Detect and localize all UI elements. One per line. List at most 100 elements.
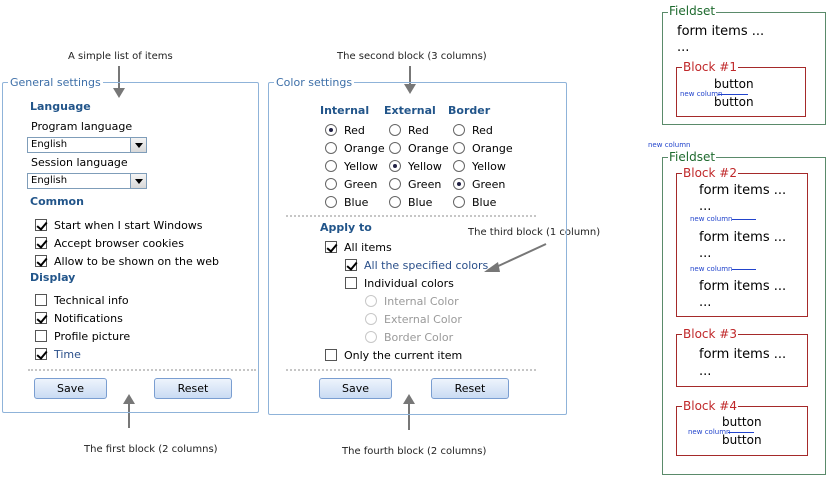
internal-color-label: Internal Color (384, 295, 459, 308)
diagram-block-3-label: Block #3 (682, 327, 738, 341)
reset-button[interactable]: Reset (431, 378, 509, 399)
border-color-label: Border Color (384, 331, 454, 344)
radio-external-orange[interactable] (389, 142, 401, 154)
save-button[interactable]: Save (319, 378, 392, 399)
diagram-fieldset-1-label: Fieldset (668, 4, 717, 18)
border-blue-label: Blue (472, 196, 497, 209)
diagram-form-items: form items ... (699, 183, 787, 198)
radio-external-yellow[interactable] (389, 160, 401, 172)
diagram-button-text: button (714, 77, 754, 91)
radio-internal-orange[interactable] (325, 142, 337, 154)
diagram-form-items: form items ... (699, 347, 787, 362)
external-blue-label: Blue (408, 196, 433, 209)
external-red-label: Red (408, 124, 429, 137)
program-language-value: English (31, 139, 68, 150)
diagram-button-text: button (714, 95, 754, 109)
arrow-head (113, 88, 125, 98)
radio-border-yellow[interactable] (453, 160, 465, 172)
border-red-label: Red (472, 124, 493, 137)
radio-internal-green[interactable] (325, 178, 337, 190)
radio-border-color[interactable] (365, 331, 377, 343)
annotation-third-block: The third block (1 column) (468, 227, 601, 238)
radio-internal-yellow[interactable] (325, 160, 337, 172)
internal-green-label: Green (344, 178, 378, 191)
diagram-block-2-label: Block #2 (682, 166, 738, 180)
start-windows-label: Start when I start Windows (54, 219, 203, 232)
internal-blue-label: Blue (344, 196, 369, 209)
save-button[interactable]: Save (34, 378, 107, 399)
diagram-new-column: new column (690, 215, 733, 223)
checkbox-individual-colors[interactable] (345, 277, 357, 289)
technical-info-label: Technical info (54, 294, 129, 307)
reset-button[interactable]: Reset (154, 378, 232, 399)
annotation-fourth-block: The fourth block (2 columns) (342, 446, 487, 457)
divider (28, 369, 256, 371)
radio-external-blue[interactable] (389, 196, 401, 208)
diagram-new-column-line (732, 269, 756, 270)
checkbox-accept-cookies[interactable] (35, 237, 47, 249)
annotation-arrow (128, 402, 130, 428)
checkbox-only-current-item[interactable] (325, 349, 337, 361)
general-settings-fieldset (2, 82, 259, 413)
radio-external-color[interactable] (365, 313, 377, 325)
session-language-value: English (31, 175, 68, 186)
annotation-first-block: The first block (2 columns) (84, 444, 218, 455)
diagram-ellipsis: ... (699, 364, 712, 379)
internal-column-heading: Internal (320, 104, 370, 117)
checkbox-technical-info[interactable] (35, 294, 47, 306)
radio-external-red[interactable] (389, 124, 401, 136)
radio-internal-red[interactable] (325, 124, 337, 136)
radio-border-green[interactable] (453, 178, 465, 190)
annotation-arrow (118, 66, 120, 90)
divider (286, 369, 536, 371)
session-language-select[interactable]: English (27, 173, 147, 189)
external-column-heading: External (384, 104, 436, 117)
radio-border-red[interactable] (453, 124, 465, 136)
chevron-down-icon (130, 138, 146, 152)
diagram-new-column: new column (688, 428, 731, 436)
radio-internal-blue[interactable] (325, 196, 337, 208)
annotation-arrow (409, 66, 411, 86)
program-language-select[interactable]: English (27, 137, 147, 153)
diagram-block-4-label: Block #4 (682, 399, 738, 413)
notifications-label: Notifications (54, 312, 123, 325)
radio-border-orange[interactable] (453, 142, 465, 154)
all-specified-colors-label: All the specified colors (364, 259, 489, 272)
external-color-label: External Color (384, 313, 462, 326)
apply-to-heading: Apply to (320, 221, 372, 234)
internal-yellow-label: Yellow (344, 160, 378, 173)
checkbox-start-windows[interactable] (35, 219, 47, 231)
diagram-fieldset-1 (662, 12, 826, 125)
allow-web-label: Allow to be shown on the web (54, 255, 220, 268)
checkbox-allow-web[interactable] (35, 255, 47, 267)
divider (286, 215, 536, 217)
diagram-fieldset-2-label: Fieldset (668, 150, 717, 164)
checkbox-profile-picture[interactable] (35, 330, 47, 342)
checkbox-time[interactable] (35, 348, 47, 360)
checkbox-all-items[interactable] (325, 241, 337, 253)
diagram-new-column-line (732, 219, 756, 220)
internal-orange-label: Orange (344, 142, 385, 155)
all-items-label: All items (344, 241, 392, 254)
annotation-arrow (484, 243, 547, 272)
diagram-block-1 (676, 67, 806, 117)
chevron-down-icon (130, 174, 146, 188)
time-label: Time (54, 348, 81, 361)
radio-internal-color[interactable] (365, 295, 377, 307)
radio-border-blue[interactable] (453, 196, 465, 208)
session-language-label: Session language (31, 156, 128, 169)
checkbox-all-specified-colors[interactable] (345, 259, 357, 271)
only-current-item-label: Only the current item (344, 349, 463, 362)
border-green-label: Green (472, 178, 506, 191)
checkbox-notifications[interactable] (35, 312, 47, 324)
diagram-new-column-line (718, 94, 748, 95)
diagram-ellipsis: ... (699, 246, 712, 261)
diagram-button-text: button (722, 433, 762, 447)
radio-external-green[interactable] (389, 178, 401, 190)
diagram-new-column: new column (680, 90, 723, 98)
diagram-new-column: new column (648, 141, 691, 149)
diagram-ellipsis: ... (677, 40, 690, 55)
individual-colors-label: Individual colors (364, 277, 454, 290)
arrow-head (403, 394, 415, 404)
diagram-block-3 (676, 334, 808, 387)
